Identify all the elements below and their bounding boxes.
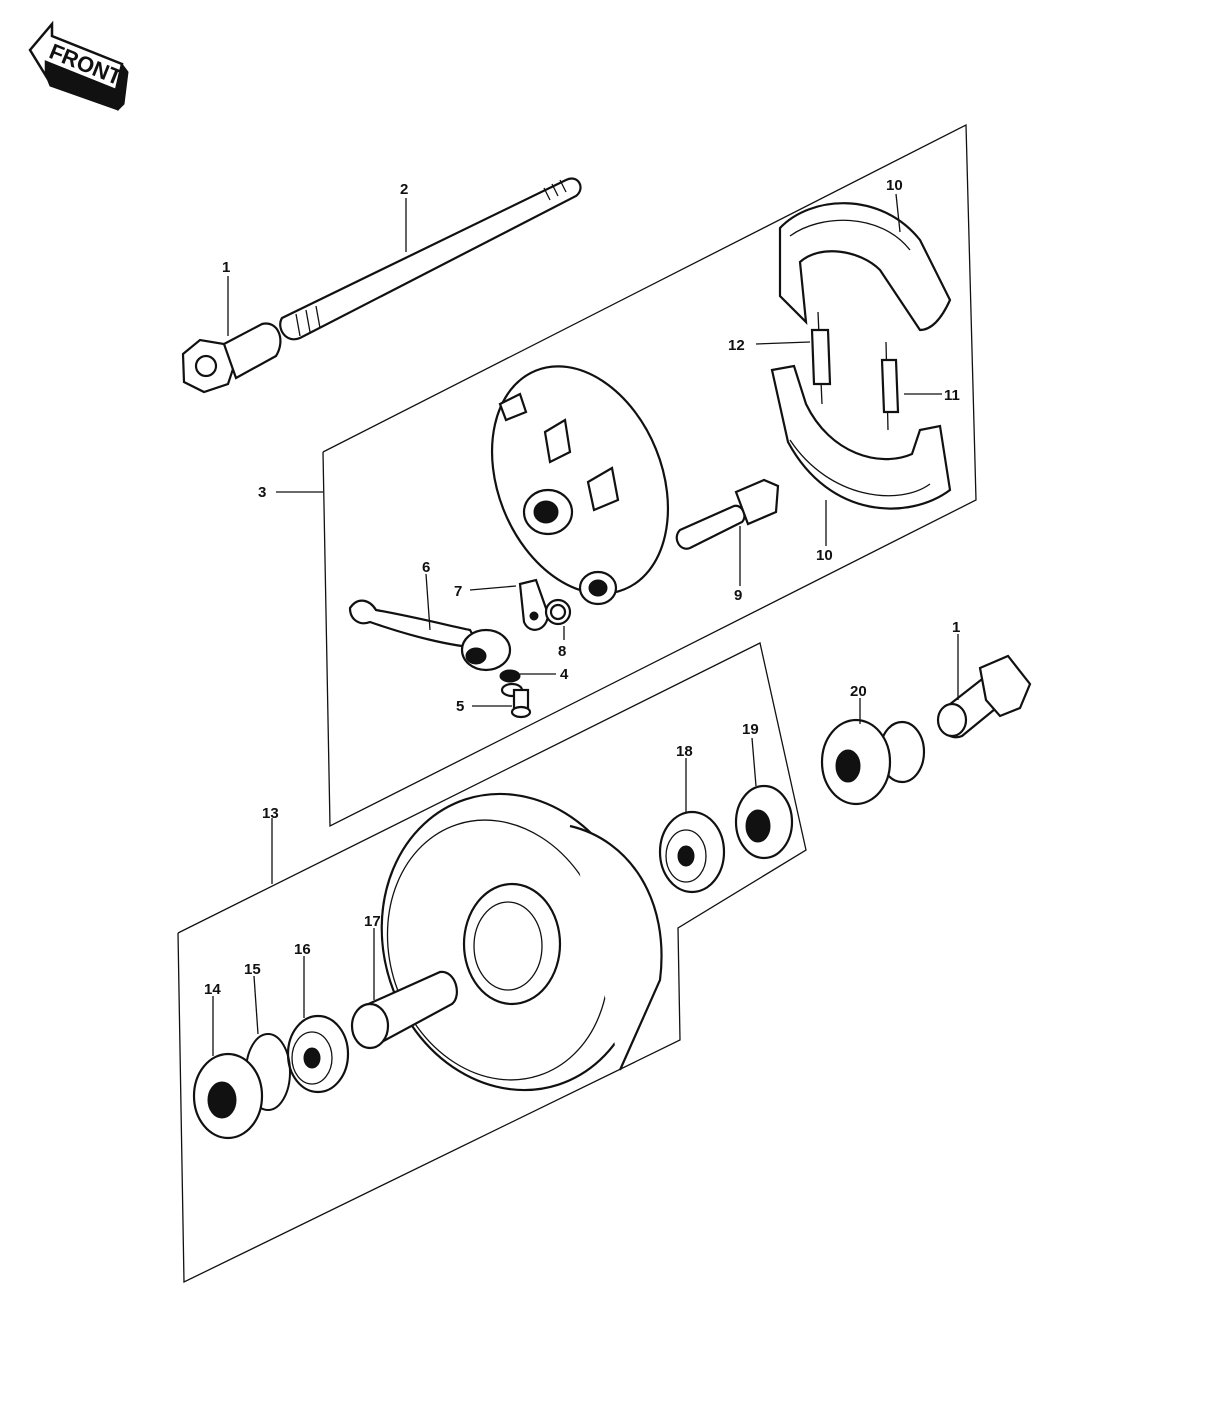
callout-1-top: 1	[222, 259, 230, 276]
callout-12: 12	[728, 337, 745, 354]
callout-7: 7	[454, 583, 462, 600]
callout-14: 14	[204, 981, 221, 998]
callout-19: 19	[742, 721, 759, 738]
hub-assembly-boundary	[177, 642, 807, 1284]
brake-shoe-upper	[778, 202, 952, 332]
callout-15: 15	[244, 961, 261, 978]
bearing-left	[286, 1014, 350, 1094]
callout-9: 9	[734, 587, 742, 604]
callout-18: 18	[676, 743, 693, 760]
brake-cam-lever	[348, 599, 512, 672]
cam-seal-ring	[544, 598, 572, 626]
front-direction-badge: FRONT	[28, 20, 129, 112]
wear-indicator-plate	[518, 578, 550, 631]
callout-1-right: 1	[952, 619, 960, 636]
callout-20: 20	[850, 683, 867, 700]
lever-bolt	[500, 682, 532, 719]
callout-16: 16	[294, 941, 311, 958]
callout-5: 5	[456, 698, 464, 715]
shoe-spring-left	[810, 311, 832, 405]
brake-assembly-boundary	[322, 123, 977, 828]
brake-cam	[675, 478, 780, 550]
axle-nut-right	[936, 654, 1032, 739]
callout-11: 11	[944, 387, 960, 404]
axle-collar	[820, 718, 926, 806]
bearing-right	[658, 810, 726, 894]
brake-panel-plate	[490, 365, 670, 606]
oil-seal-right	[734, 784, 794, 860]
lever-washer	[499, 669, 521, 683]
wheel-hub	[380, 792, 663, 1092]
callout-6: 6	[422, 559, 430, 576]
callout-8: 8	[558, 643, 566, 660]
oil-seal-left	[192, 1052, 264, 1140]
callout-4: 4	[560, 666, 569, 683]
callout-3: 3	[258, 484, 266, 501]
shoe-spring-right	[880, 341, 900, 431]
leader-lines	[212, 193, 959, 1056]
callout-2: 2	[400, 181, 408, 198]
axle-shaft	[279, 177, 582, 341]
brake-shoe-lower	[770, 364, 952, 510]
callout-13: 13	[262, 805, 279, 822]
axle-nut-top	[181, 322, 282, 394]
callout-10-top: 10	[886, 177, 903, 194]
callout-10-bottom: 10	[816, 547, 833, 564]
callout-17: 17	[364, 913, 381, 930]
distance-collar	[350, 970, 458, 1050]
